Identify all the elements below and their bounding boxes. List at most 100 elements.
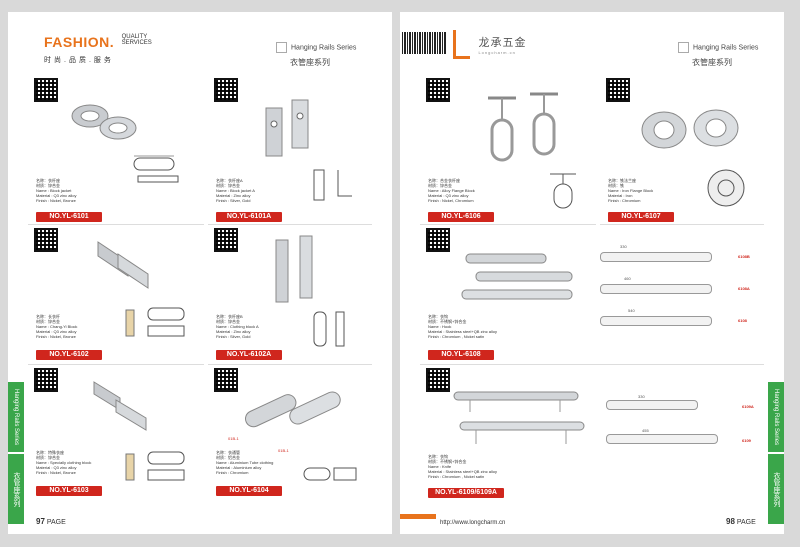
series-cn: 衣管座系列 [692,58,732,67]
product-code-label: NO.YL-6103 [36,486,102,496]
technical-drawing [550,173,576,209]
product-spec: 名称：铁法兰座 材质：铁 Name : Iron Flange Block Ma… [608,178,698,203]
spec-name-en: Name : Block jacket A [216,188,255,193]
variant-label: 6108A [738,286,750,291]
technical-drawing [707,169,745,207]
spec-finish-en: Finish : Chromium [608,198,641,203]
spec-finish-en: Finish : Nickel, Chromium [428,198,474,203]
spec-material-en: Material : Q3 zinc alloy [36,465,77,470]
rack-drawing [606,400,698,410]
product-code-label: NO.YL-6104 [216,486,282,496]
product-code-label: NO.YL-6101A [216,212,282,222]
product-spec: 名称：长衣杆 材质：锌合金 Name : Chang-Yi Block Mate… [36,314,126,339]
spec-name-en: Name : Iron Flange Block [608,188,654,193]
spec-material-cn: 材质：锌合金 [216,183,240,188]
spec-name-cn: 名称：合金衣杆座 [428,178,460,183]
brand-url-small: Longcharm.cn [478,50,516,55]
product-image-6104 [244,391,341,428]
qr-code-icon [426,78,450,102]
product-code-label: NO.YL-6109/6109A [428,488,504,498]
spec-name-cn: 名称：长衣杆 [36,314,60,319]
qr-code-icon [214,78,238,102]
product-spec: 名称：衣钩 材质：不锈钢+锌合金 Name : Hook Material : … [428,314,518,339]
product-cell-6108: 330 6108B 460 6108A 540 6108 名称：衣钩 材质：不锈… [420,224,764,365]
spec-material-cn: 材质：锌合金 [36,319,60,324]
qr-code-icon [214,368,238,392]
spec-material-cn: 材质：不锈钢+锌合金 [428,459,467,464]
hook-drawing [600,316,712,326]
spec-finish-en: Finish : Chromium , Nickel satin [428,334,485,339]
variant-label: 6108B [738,254,750,259]
side-tab-cn: 衣管座系列 [768,454,784,524]
qr-code-icon [34,78,58,102]
checkbox-icon [678,42,689,53]
qr-code-icon [426,228,450,252]
brand-cn: 龙承五金 [478,37,527,49]
series-title: Hanging Rails Series 衣管座系列 [678,42,758,68]
spec-name-cn: 名称：铁法兰座 [608,178,636,183]
technical-drawing [125,307,185,337]
qr-code-icon [214,228,238,252]
technical-drawing [125,451,185,481]
brand-name: FASHION. [44,34,115,50]
product-image-6106 [488,92,558,162]
spec-material-cn: 材质：锌合金 [36,183,60,188]
spec-name-cn: 名称：衣杆座A [216,178,243,183]
slogan-quality: QUALITY [121,34,148,40]
spec-name-cn: 名称：衣钩 [428,314,448,319]
spec-material-cn: 材质：不锈钢+锌合金 [428,319,467,324]
series-title: Hanging Rails Series 衣管座系列 [276,42,356,68]
product-cell-6103: 名称：特殊衣座 材质：锌合金 Name : Specially clothing… [28,364,204,502]
product-image-6109 [453,391,585,444]
product-image-6102 [97,241,149,289]
spec-material-cn: 材质：锌合金 [216,319,240,324]
footer-accent-bar [400,514,436,519]
spec-name-en: Name : Knife [428,464,452,469]
product-cell-6107: 名称：铁法兰座 材质：铁 Name : Iron Flange Block Ma… [600,74,764,225]
slogan-services: SERVICES [121,40,152,46]
product-code-label: NO.YL-6101 [36,212,102,222]
product-spec: 名称：衣钩 材质：不锈钢+锌合金 Name : Knife Material :… [428,454,518,479]
qr-code-icon [34,228,58,252]
variant-label: 6108 [738,318,747,323]
series-en: Hanging Rails Series [291,44,357,52]
footer-url[interactable]: http://www.longcharm.cn [440,520,506,526]
spec-name-cn: 名称：衣杆座 [36,178,60,183]
technical-drawing [133,155,179,183]
qr-code-icon [34,368,58,392]
product-code-label: NO.YL-6108 [428,350,494,360]
product-spec: 名称：衣杆座A 材质：锌合金 Name : Block jacket A Mat… [216,178,306,203]
spec-material-en: Material : Stainless steel+QB zinc alloy [428,469,498,474]
spec-finish-en: Finish : Chromium [216,470,249,475]
spec-material-cn: 材质：锌合金 [36,455,60,460]
product-cell-6102: 名称：长衣杆 材质：锌合金 Name : Chang-Yi Block Mate… [28,224,204,365]
product-image-6107 [641,109,739,149]
series-cn: 衣管座系列 [290,58,330,67]
hook-dim: 460 [624,276,631,281]
spec-material-en: Material : Zinc alloy [216,193,251,198]
tube-label: 01B-1 [228,436,239,441]
spec-material-cn: 材质：铝合金 [216,455,240,460]
hook-dim: 330 [620,244,627,249]
variant-label: 6109 [742,438,751,443]
spec-material-cn: 材质：铁 [608,183,624,188]
product-cell-6101a: 名称：衣杆座A 材质：锌合金 Name : Block jacket A Mat… [208,74,372,225]
product-cell-6104: 01B-1 01B-1 名称：衣通管 材质：铝合金 Name : Alumini… [208,364,372,502]
spec-finish-en: Finish : Nickel, Bronze [36,470,76,475]
product-code-label: NO.YL-6102 [36,350,102,360]
side-tab-cn: 衣管座系列 [8,454,24,524]
spec-material-en: Material : Iron [608,193,633,198]
barcode-icon [402,32,447,54]
spec-name-en: Name : Specially clothing block [36,460,92,465]
tube-label: 01B-1 [278,448,289,453]
product-spec: 名称：特殊衣座 材质：锌合金 Name : Specially clothing… [36,450,126,475]
rack-dim: 455 [642,428,649,433]
right-page: 龙承五金 Longcharm.cn Hanging Rails Series 衣… [400,12,784,534]
spec-name-en: Name : Hook [428,324,452,329]
spec-material-en: Material : Aluminium alloy [216,465,262,470]
page-number: 98 [726,517,735,526]
technical-drawing [313,169,352,201]
spec-finish-en: Finish : Nickel, Bronze [36,334,76,339]
